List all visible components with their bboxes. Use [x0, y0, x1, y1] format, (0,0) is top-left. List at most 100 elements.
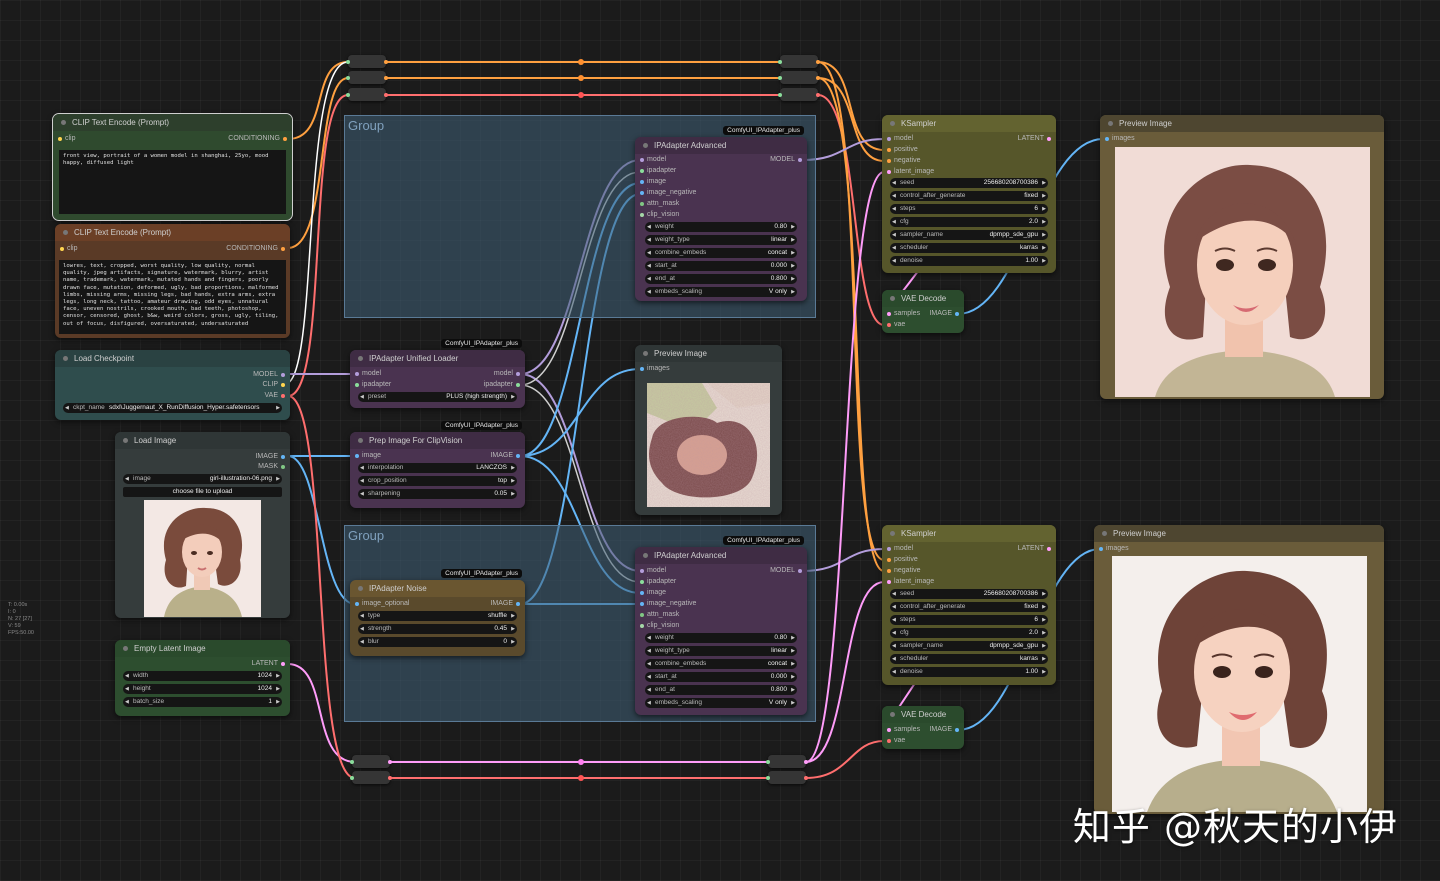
slot-dot[interactable]: [640, 624, 644, 628]
vae-decode-node-top[interactable]: VAE Decode samples vae IMAGE: [882, 290, 964, 333]
input-samples[interactable]: samples: [887, 725, 920, 735]
input-vae[interactable]: vae: [887, 320, 905, 330]
slot-dot[interactable]: [887, 312, 891, 316]
reroute-node[interactable]: [766, 755, 808, 768]
load-checkpoint-node[interactable]: Load Checkpoint MODEL CLIP VAE ckpt_name…: [55, 350, 290, 420]
slot-dot[interactable]: [887, 728, 891, 732]
slot-dot[interactable]: [516, 372, 520, 376]
slot-dot[interactable]: [887, 569, 891, 573]
slot-dot[interactable]: [640, 191, 644, 195]
output-image[interactable]: IMAGE: [490, 451, 520, 461]
ipadapter-advanced-node-bottom[interactable]: ComfyUI_IPAdapter_plus IPAdapter Advance…: [635, 536, 807, 715]
slot-dot[interactable]: [58, 137, 62, 141]
end-at-widget[interactable]: end_at0.800: [645, 685, 797, 695]
prompt-textarea[interactable]: lowres, text, cropped, worst quality, lo…: [59, 260, 286, 334]
input-negative[interactable]: negative: [887, 156, 920, 166]
ipadapter-unified-loader-node[interactable]: ComfyUI_IPAdapter_plus IPAdapter Unified…: [350, 339, 525, 408]
input-latent-image[interactable]: latent_image: [887, 577, 934, 587]
input-clip[interactable]: clip: [58, 134, 76, 144]
output-ipadapter[interactable]: ipadapter: [484, 380, 520, 390]
input-clip-vision[interactable]: clip_vision: [640, 621, 679, 631]
slot-dot[interactable]: [887, 580, 891, 584]
input-image-negative[interactable]: image_negative: [640, 599, 696, 609]
start-at-widget[interactable]: start_at0.000: [645, 261, 797, 271]
output-conditioning[interactable]: CONDITIONING: [228, 134, 287, 144]
input-samples[interactable]: samples: [887, 309, 920, 319]
slot-dot[interactable]: [355, 454, 359, 458]
input-images[interactable]: images: [1099, 544, 1129, 554]
slot-dot[interactable]: [640, 580, 644, 584]
slot-dot[interactable]: [281, 465, 285, 469]
output-latent[interactable]: LATENT: [1018, 134, 1051, 144]
slot-dot[interactable]: [60, 247, 64, 251]
output-latent[interactable]: LATENT: [1018, 544, 1051, 554]
slot-dot[interactable]: [640, 169, 644, 173]
slot-dot[interactable]: [1047, 137, 1051, 141]
input-image-negative[interactable]: image_negative: [640, 188, 696, 198]
input-clip[interactable]: clip: [60, 244, 78, 254]
slot-dot[interactable]: [281, 383, 285, 387]
ipadapter-advanced-node-top[interactable]: ComfyUI_IPAdapter_plus IPAdapter Advance…: [635, 126, 807, 301]
slot-dot[interactable]: [281, 662, 285, 666]
slot-dot[interactable]: [281, 394, 285, 398]
slot-dot[interactable]: [516, 383, 520, 387]
input-image[interactable]: image: [355, 451, 381, 461]
choose-file-button[interactable]: choose file to upload: [123, 487, 282, 497]
output-latent[interactable]: LATENT: [252, 659, 285, 669]
output-model[interactable]: model: [494, 369, 520, 379]
input-ipadapter[interactable]: ipadapter: [355, 380, 391, 390]
input-positive[interactable]: positive: [887, 145, 918, 155]
preview-image-node-noise[interactable]: Preview Image images: [635, 345, 782, 515]
input-attn-mask[interactable]: attn_mask: [640, 610, 679, 620]
input-attn-mask[interactable]: attn_mask: [640, 199, 679, 209]
clip-text-encode-negative-node[interactable]: CLIP Text Encode (Prompt) clip CONDITION…: [55, 224, 290, 338]
slot-dot[interactable]: [640, 180, 644, 184]
input-image[interactable]: image: [640, 588, 666, 598]
reroute-node[interactable]: [778, 88, 820, 101]
slot-dot[interactable]: [887, 170, 891, 174]
output-image[interactable]: IMAGE: [929, 309, 959, 319]
preview-image-node-bottom[interactable]: Preview Image images: [1094, 525, 1384, 814]
input-ipadapter[interactable]: ipadapter: [640, 166, 676, 176]
slot-dot[interactable]: [640, 591, 644, 595]
output-vae[interactable]: VAE: [265, 391, 285, 401]
output-mask[interactable]: MASK: [258, 462, 285, 472]
slot-dot[interactable]: [640, 602, 644, 606]
input-latent-image[interactable]: latent_image: [887, 167, 934, 177]
prep-image-clipvision-node[interactable]: ComfyUI_IPAdapter_plus Prep Image For Cl…: [350, 421, 525, 508]
slot-dot[interactable]: [1105, 137, 1109, 141]
input-model[interactable]: model: [640, 155, 666, 165]
load-image-node[interactable]: Load Image IMAGE MASK imagegirl-illustra…: [115, 432, 290, 618]
slot-dot[interactable]: [355, 383, 359, 387]
reroute-node[interactable]: [350, 755, 392, 768]
slot-dot[interactable]: [887, 739, 891, 743]
ksampler-node-bottom[interactable]: KSampler model positive negative latent_…: [882, 525, 1056, 685]
slot-dot[interactable]: [1047, 547, 1051, 551]
input-model[interactable]: model: [355, 369, 381, 379]
slot-dot[interactable]: [516, 602, 520, 606]
slot-dot[interactable]: [798, 158, 802, 162]
ipadapter-noise-node[interactable]: ComfyUI_IPAdapter_plus IPAdapter Noise i…: [350, 569, 525, 656]
input-model[interactable]: model: [640, 566, 666, 576]
